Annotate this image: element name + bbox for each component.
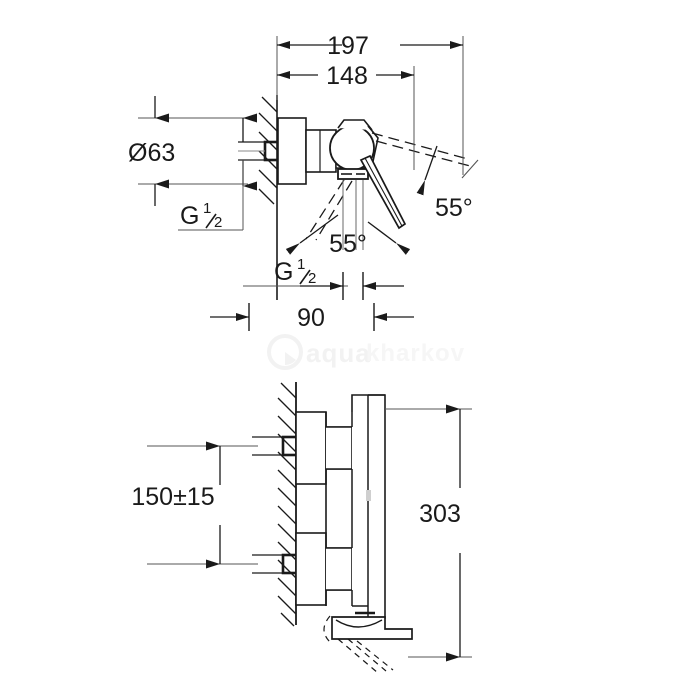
- escutcheon-top: [277, 117, 307, 185]
- collar-top: [337, 168, 369, 180]
- hose-phantom-bottom: [323, 615, 394, 674]
- dimension-label-150: 150±15: [131, 483, 214, 511]
- watermark-text-2: kharkov: [366, 340, 465, 367]
- thread-denominator-bottom: 2: [308, 270, 316, 287]
- escutcheon-lower-bottom: [295, 532, 327, 606]
- reference-lines-top: [342, 180, 364, 250]
- dimension-thread-g12-bottom: G 1 2: [243, 256, 404, 300]
- lever-handle-phantom-down: [305, 179, 353, 241]
- dimension-150: 150±15: [131, 441, 258, 569]
- thread-label-g-left: G: [180, 202, 199, 230]
- wall-top: [258, 95, 278, 300]
- dimension-90: 90: [210, 303, 414, 332]
- dimension-label-197: 197: [327, 32, 369, 60]
- outlet-spout-bottom: [331, 611, 413, 640]
- inlet-nipple-lower-bottom: [252, 553, 299, 575]
- bottom-drawing: 150±15 303: [131, 382, 472, 674]
- dimension-label-148: 148: [326, 62, 368, 90]
- lever-handle-phantom-up: [371, 132, 471, 167]
- mixer-body-bottom: [325, 394, 392, 619]
- lever-handle-top: [359, 154, 407, 230]
- angle-label-55-left: 55°: [329, 230, 367, 258]
- thread-numerator-bottom: 1: [297, 256, 305, 273]
- wall-bottom: [277, 382, 297, 627]
- dimension-label-diameter-63: Ø63: [128, 139, 175, 167]
- thread-numerator-left: 1: [203, 200, 211, 217]
- angle-label-55-right: 55°: [435, 194, 473, 222]
- thread-label-g-bottom: G: [274, 258, 293, 286]
- escutcheon-upper-bottom: [295, 411, 327, 485]
- dimension-197: 197: [276, 32, 464, 175]
- dimension-label-303: 303: [419, 500, 461, 528]
- top-drawing: 197 148 Ø63: [128, 32, 479, 332]
- thread-denominator-left: 2: [214, 214, 222, 231]
- dimension-diameter-63: Ø63: [128, 96, 248, 206]
- dimension-angle-55-right: 55°: [416, 145, 479, 222]
- dimension-303: 303: [385, 404, 472, 662]
- dimension-label-90: 90: [297, 304, 325, 332]
- dimension-angle-55-left: 55°: [285, 214, 411, 258]
- dimension-thread-g12-left: G 1 2: [178, 113, 257, 231]
- dimension-148: 148: [277, 62, 415, 170]
- watermark: aqua kharkov: [267, 334, 465, 370]
- watermark-text-1: aqua: [306, 338, 371, 368]
